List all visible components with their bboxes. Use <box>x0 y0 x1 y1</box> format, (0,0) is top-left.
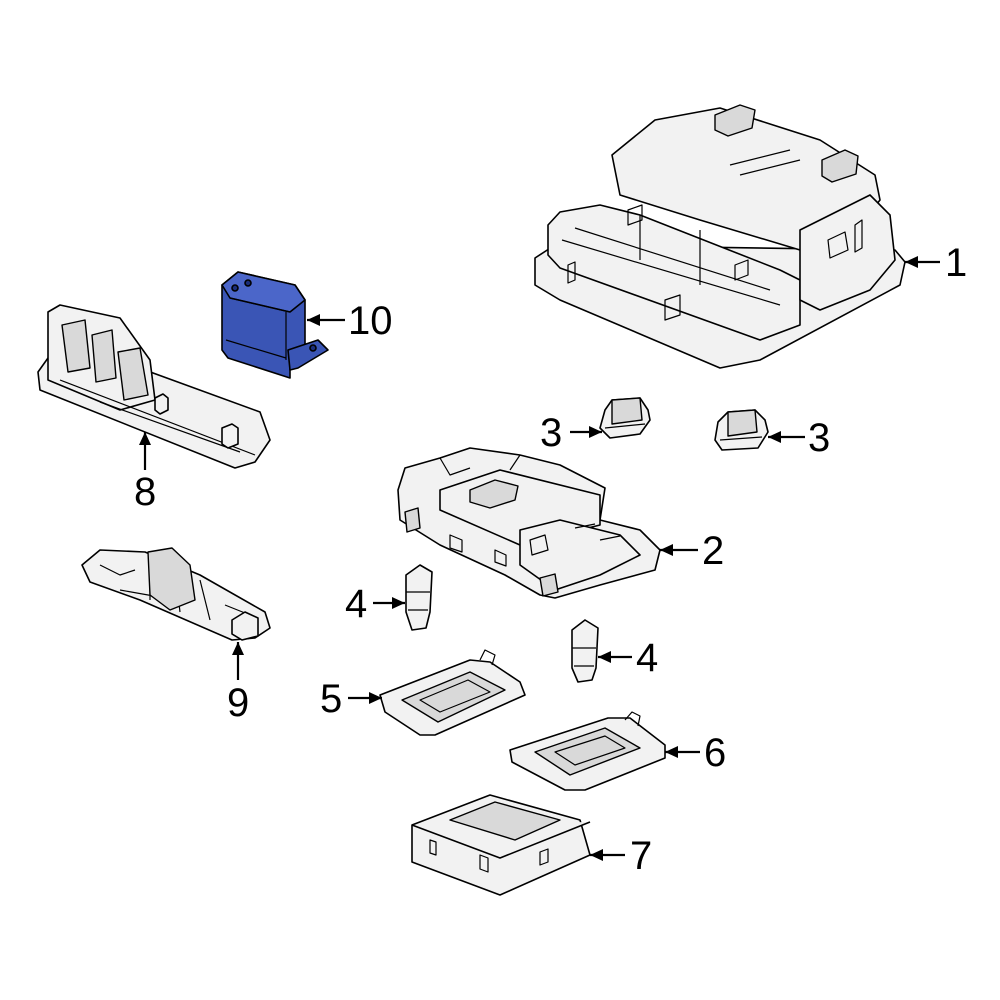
callout-3a: 3 <box>540 411 602 455</box>
part-6-lens <box>509 711 666 791</box>
callout-label-5: 5 <box>320 677 342 721</box>
callout-6: 6 <box>665 731 726 775</box>
callout-4a: 4 <box>345 582 405 626</box>
callout-5: 5 <box>320 677 382 721</box>
callout-2: 2 <box>660 529 724 573</box>
callout-label-9: 9 <box>227 681 249 725</box>
callout-1: 1 <box>905 241 967 285</box>
callout-label-10: 10 <box>348 299 393 343</box>
callout-label-4b: 4 <box>636 636 658 680</box>
part-5-lens <box>379 649 526 736</box>
part-4-bulb-right <box>571 619 599 683</box>
callout-label-8: 8 <box>134 470 156 514</box>
part-2-map-light-module <box>397 447 661 599</box>
callout-label-6: 6 <box>704 731 726 775</box>
callout-7: 7 <box>590 834 652 878</box>
callout-label-3a: 3 <box>540 411 562 455</box>
callout-label-3b: 3 <box>808 416 830 460</box>
part-7-lamp-housing <box>411 794 591 896</box>
part-3-bulb-left <box>599 397 651 439</box>
callout-4b: 4 <box>598 636 658 680</box>
callout-3b: 3 <box>768 416 830 460</box>
callout-label-1: 1 <box>945 241 967 285</box>
part-4-bulb-left <box>405 564 433 631</box>
callout-8: 8 <box>134 432 156 514</box>
part-10-control-module <box>221 271 329 379</box>
part-3-bulb-right <box>714 409 769 451</box>
callout-label-4a: 4 <box>345 582 367 626</box>
callout-10: 10 <box>307 299 393 343</box>
part-1-console-housing <box>534 104 906 369</box>
callout-label-2: 2 <box>702 529 724 573</box>
part-8-switch-assembly <box>37 304 271 469</box>
part-9-bracket <box>81 547 271 641</box>
callout-9: 9 <box>227 642 249 725</box>
callout-label-7: 7 <box>630 834 652 878</box>
